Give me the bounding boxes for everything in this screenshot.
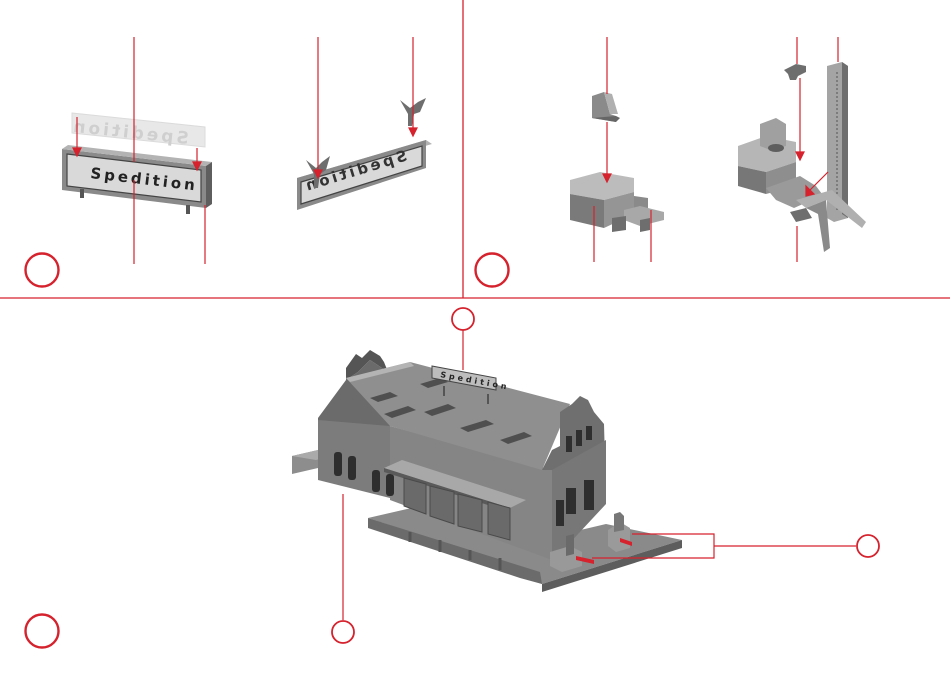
- sign-ghost-part: Spedition: [69, 113, 205, 149]
- wedge-part: [592, 92, 620, 122]
- panel-dividers: [0, 0, 950, 298]
- sign-board-front: Spedition: [62, 145, 212, 214]
- callout-building-marker: [332, 621, 354, 643]
- fork-small-part: [784, 64, 806, 80]
- callout-sign-marker: [452, 308, 474, 330]
- step-marker-2: [476, 254, 509, 287]
- panel1-leader-lines: [73, 37, 417, 264]
- callout-equipment-marker: [857, 535, 879, 557]
- panel-sign-assembly: Spedition Spedition Spedition: [26, 37, 433, 287]
- step-marker-3: [26, 615, 59, 648]
- base-block-part: [570, 172, 664, 232]
- panel-assembled-building: Spedition: [26, 308, 880, 648]
- step-marker-1: [26, 254, 59, 287]
- panel-equipment-assembly: [476, 37, 867, 287]
